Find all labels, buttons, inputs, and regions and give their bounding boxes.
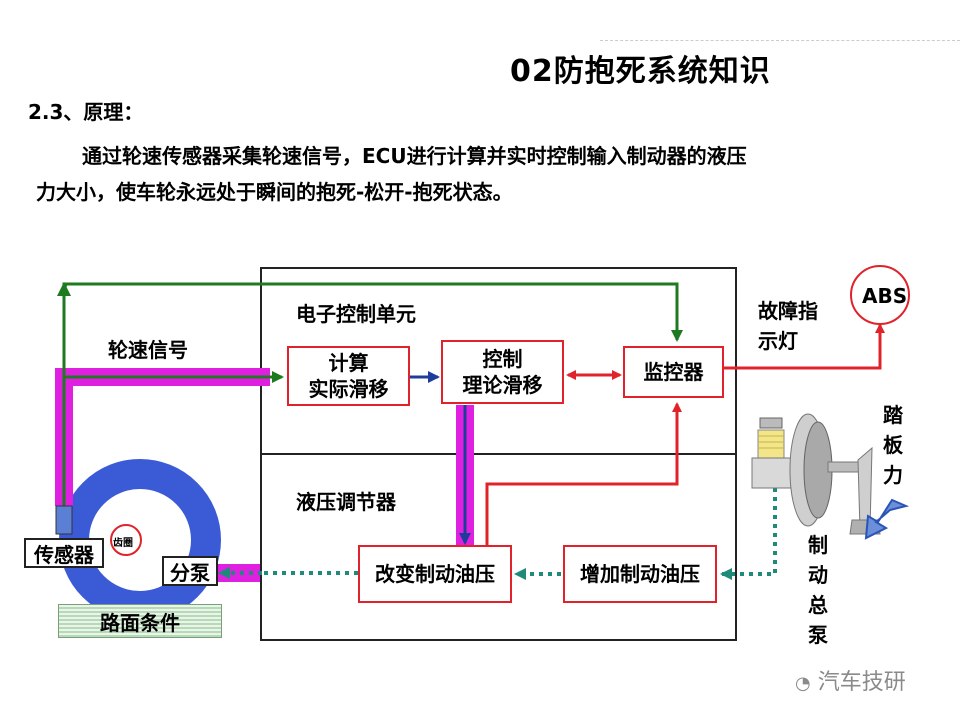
sensor-label: 传感器 <box>24 538 104 568</box>
pressure-to-monitor-line <box>485 402 682 545</box>
pedal-force-arrow <box>864 498 910 540</box>
pump-label: 分泵 <box>162 556 218 586</box>
increase-pressure-box: 增加制动油压 <box>563 545 717 603</box>
monitor-box: 监控器 <box>623 346 724 398</box>
section-heading: 2.3、原理： <box>28 100 144 124</box>
fault-lamp-label: 故障指 示灯 <box>758 299 818 353</box>
top-rule <box>600 40 960 41</box>
master-to-increase-line <box>720 488 777 580</box>
wheel-signal-label: 轮速信号 <box>108 338 188 362</box>
green-up-arrow <box>57 282 71 296</box>
master-cylinder-label: 制动总泵 <box>808 533 828 647</box>
paragraph-line-2: 力大小，使车轮永远处于瞬间的抱死-松开-抱死状态。 <box>36 180 513 204</box>
paragraph-line-1: 通过轮速传感器采集轮速信号，ECU进行计算并实时控制输入制动器的液压 <box>82 144 747 168</box>
watermark-text: 汽车技研 <box>817 670 906 695</box>
abs-lamp-circle <box>850 265 910 325</box>
principle-paragraph: 通过轮速传感器采集轮速信号，ECU进行计算并实时控制输入制动器的液压 力大小，使… <box>36 138 896 210</box>
monitor-to-abs-line <box>724 323 885 370</box>
sensor-block <box>55 505 73 535</box>
watermark: ◔ 汽车技研 <box>795 664 906 696</box>
wechat-icon: ◔ <box>795 673 811 694</box>
hydraulic-label: 液压调节器 <box>296 490 396 514</box>
control-theory-slip-box: 控制 理论滑移 <box>441 340 564 404</box>
green-feedback-line <box>62 282 683 506</box>
page-title: 02防抱死系统知识 <box>510 54 771 89</box>
gear-ring-label: 齿圈 <box>113 538 133 549</box>
abs-lamp-label: ABS <box>862 284 908 308</box>
road-condition-label: 路面条件 <box>58 604 222 638</box>
brake-master-cylinder-icon <box>751 413 881 535</box>
pedal-force-label: 踏板力 <box>883 403 903 487</box>
calc-actual-slip-box: 计算 实际滑移 <box>287 346 410 406</box>
gear-ring-circle <box>110 524 142 556</box>
change-pressure-box: 改变制动油压 <box>358 545 512 603</box>
ecu-label: 电子控制单元 <box>296 302 416 326</box>
